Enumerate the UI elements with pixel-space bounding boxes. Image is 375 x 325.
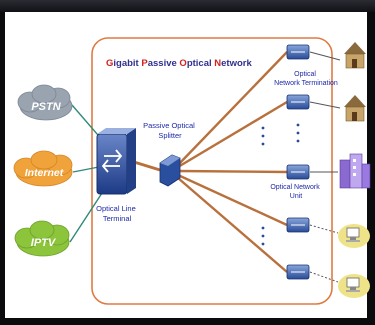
distribution-fibers (177, 51, 288, 273)
home-computer-icon (338, 224, 370, 248)
onu-label: Optical Network Unit (270, 184, 321, 200)
onu-device (286, 94, 310, 110)
home-computer-icon (338, 274, 370, 298)
drop-links (309, 51, 341, 283)
internet-label: Internet (25, 167, 64, 179)
house-icon (344, 95, 366, 122)
more-onu-dots (261, 123, 300, 246)
onu-device (286, 264, 310, 280)
onu-device (286, 44, 310, 60)
internet-cloud: Internet (13, 150, 73, 187)
house-icon (344, 42, 366, 69)
iptv-cloud: IPTV (14, 220, 70, 257)
trunk-fiber (133, 160, 161, 172)
office-building-icon (339, 153, 371, 189)
olt-device (96, 128, 136, 195)
pstn-label: PSTN (31, 101, 61, 113)
diagram-title: Gigabit Passive Optical Network (106, 58, 252, 69)
olt-label: Optical Line Terminal (96, 204, 138, 223)
onu-device (286, 217, 310, 233)
top-edge-bar (0, 0, 375, 12)
gpon-frame (91, 37, 333, 305)
pstn-cloud: PSTN (17, 84, 73, 121)
splitter-device (159, 154, 181, 187)
onu-device (286, 164, 310, 180)
cloud-icon (14, 220, 70, 257)
ont-label: Optical Network Termination (274, 71, 338, 87)
cloud-icon (17, 84, 73, 121)
iptv-label: IPTV (31, 237, 57, 249)
cloud-icon (13, 150, 73, 187)
olt-symbol-icon (101, 149, 123, 173)
splitter-label: Passive Optical Splitter (143, 121, 197, 140)
